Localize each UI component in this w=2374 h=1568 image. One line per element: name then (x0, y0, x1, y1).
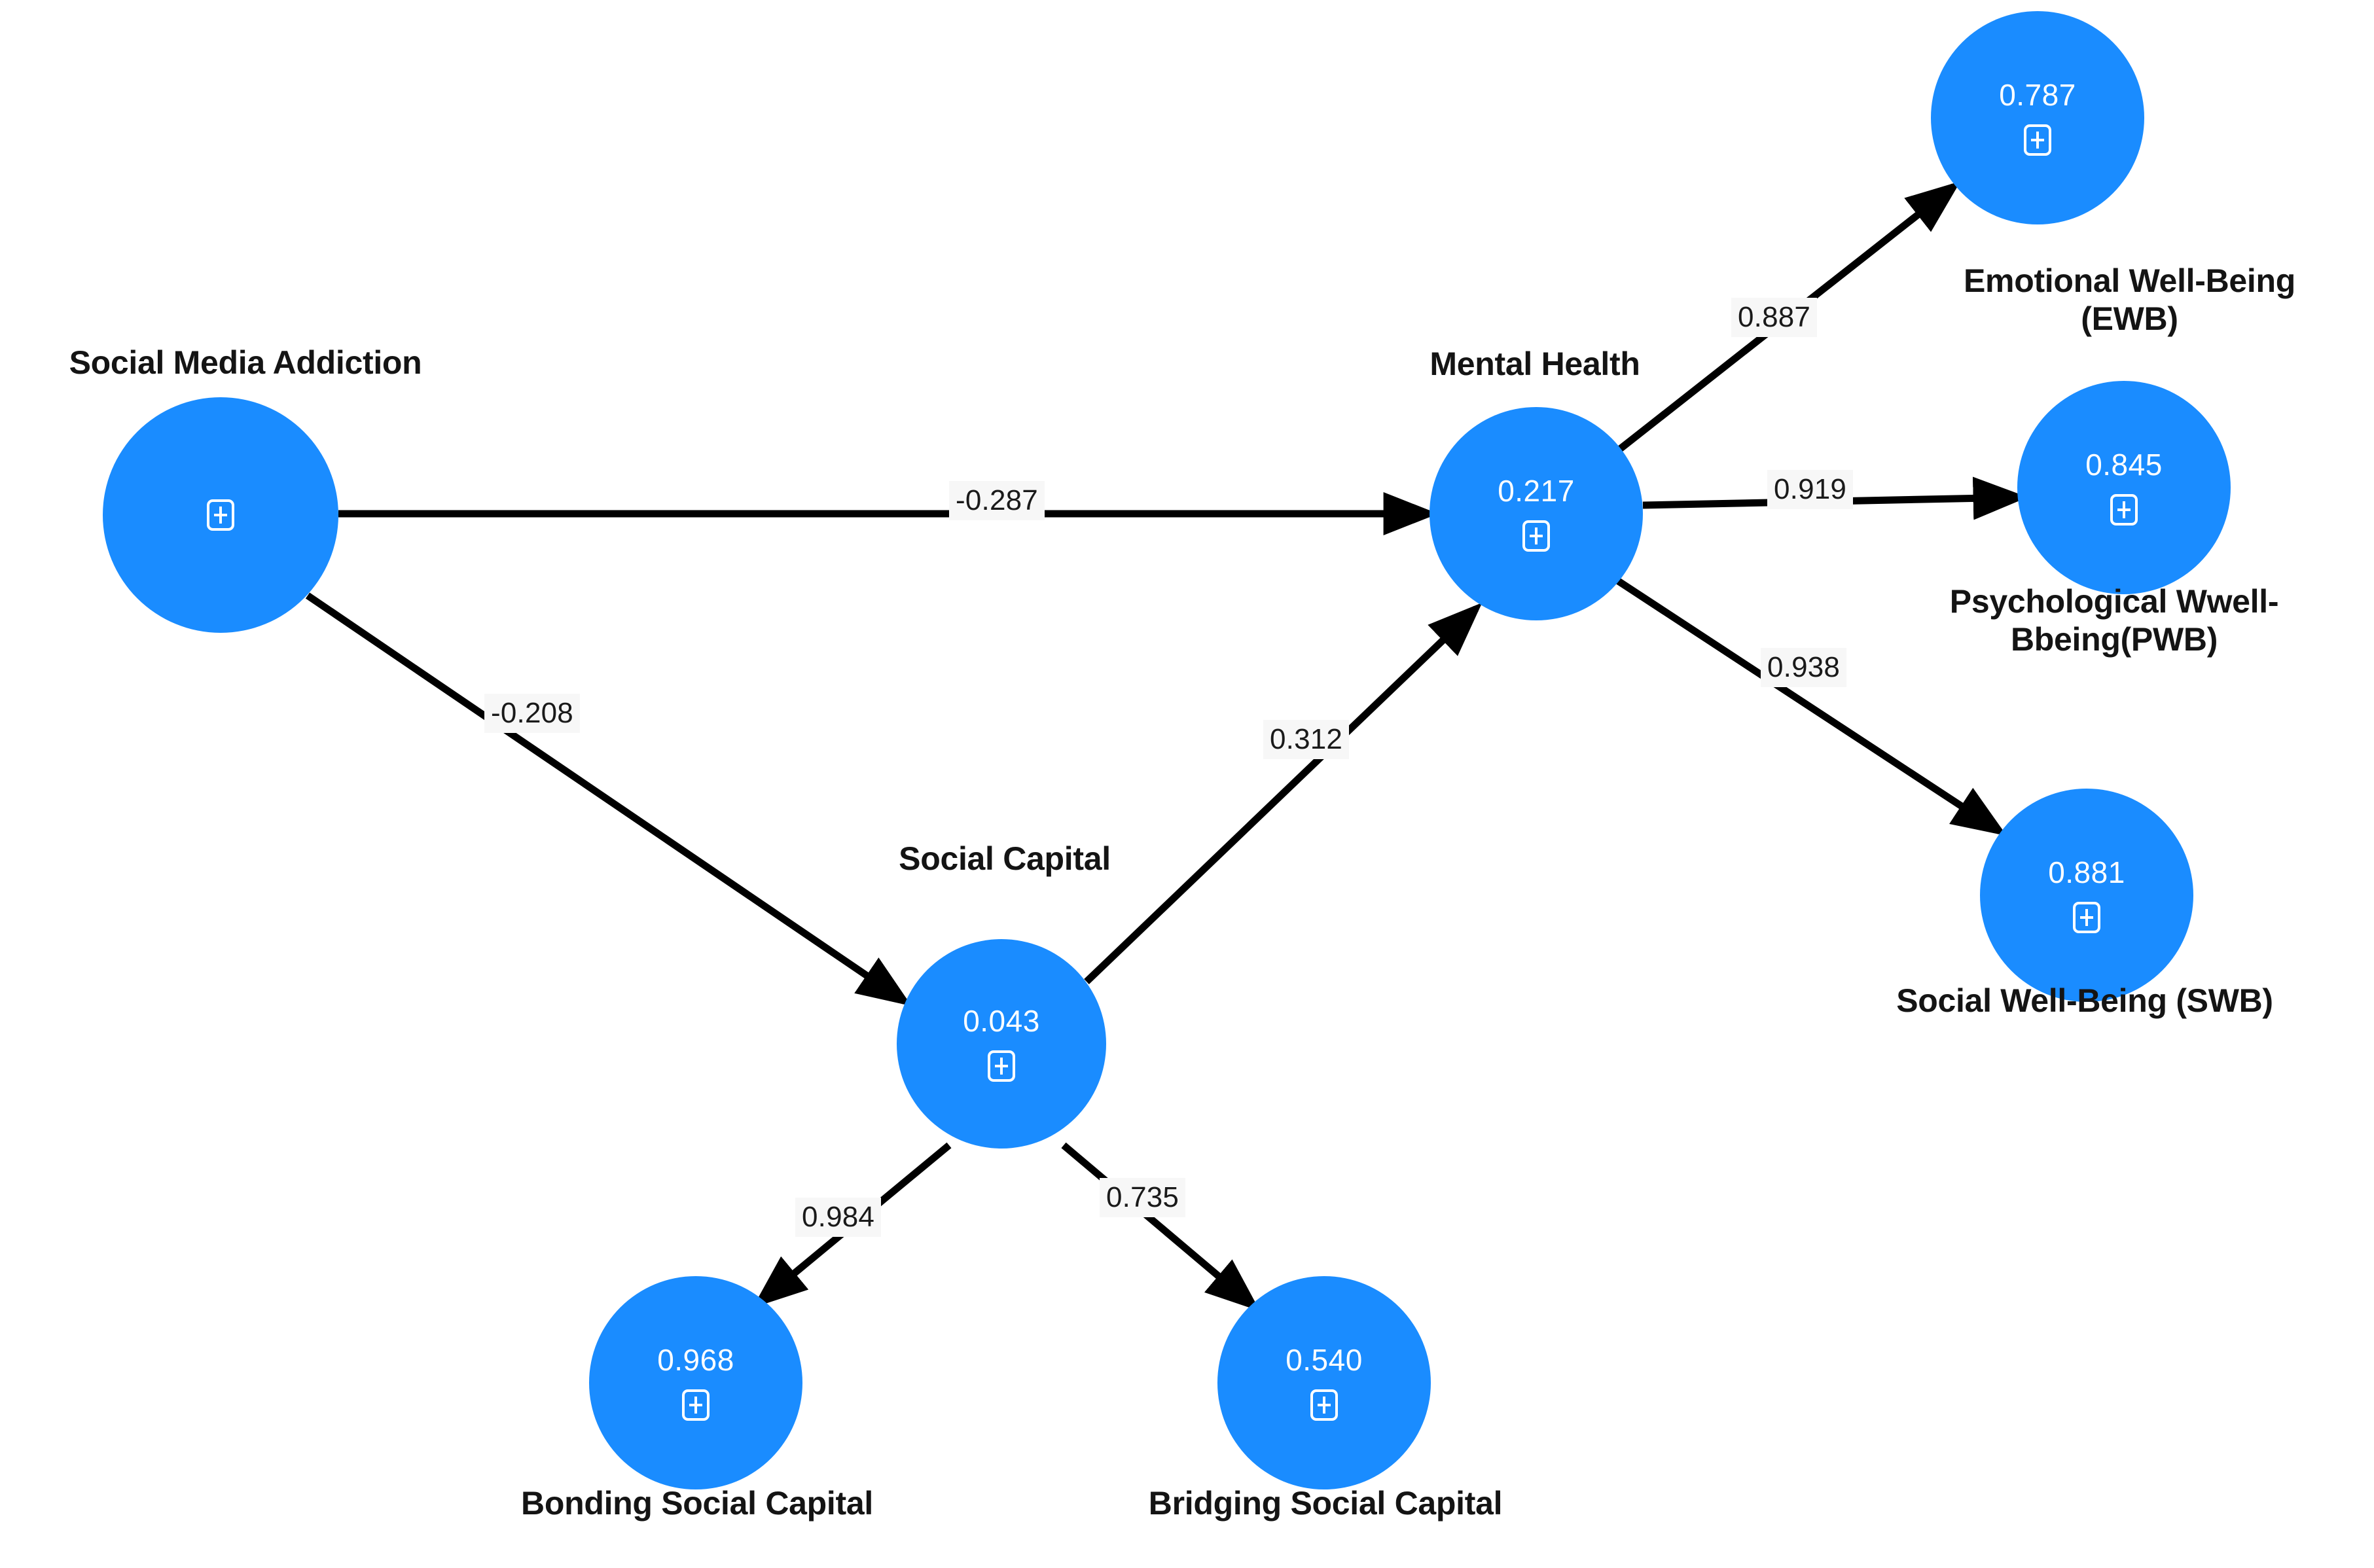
edge-coefficient-mh-to-swb: 0.938 (1761, 648, 1847, 687)
node-value: 0.043 (963, 1004, 1040, 1038)
edge-mh-to-swb (1613, 576, 2007, 836)
edge-coefficient-sc-to-mh: 0.312 (1263, 720, 1350, 759)
node-label-social-well-being: Social Well-Being (SWB) (1896, 982, 2273, 1019)
node-value: 0.968 (657, 1343, 734, 1377)
plus-square-icon[interactable] (207, 499, 234, 531)
node-value: 0.217 (1498, 474, 1575, 508)
node-value: 0.787 (1999, 78, 2076, 112)
edge-coefficient-mh-to-pwb: 0.919 (1767, 470, 1854, 509)
node-psychological-well-being[interactable]: 0.845 (2017, 381, 2231, 594)
edge-coefficient-sc-to-bonding: 0.984 (795, 1198, 882, 1237)
edge-coefficient-sc-to-bridging: 0.735 (1100, 1178, 1186, 1217)
node-value: 0.845 (2085, 448, 2163, 482)
plus-square-icon[interactable] (682, 1389, 710, 1421)
plus-square-icon[interactable] (2073, 902, 2100, 933)
node-label-bridging-social-capital: Bridging Social Capital (1148, 1485, 1503, 1522)
node-bridging-social-capital[interactable]: 0.540 (1217, 1276, 1431, 1489)
node-value: 0.881 (2048, 855, 2125, 889)
edge-sc-to-mh (1084, 602, 1483, 984)
plus-square-icon[interactable] (2110, 494, 2138, 526)
node-label-emotional-well-being: Emotional Well-Being (EWB) (1964, 262, 2295, 337)
node-mental-health[interactable]: 0.217 (1430, 407, 1643, 620)
edge-sc-to-bridging (1061, 1142, 1261, 1311)
edge-coefficient-mh-to-ewb: 0.887 (1731, 298, 1818, 337)
edge-coefficient-sma-to-sc: -0.208 (484, 694, 580, 733)
node-social-well-being[interactable]: 0.881 (1980, 789, 2193, 1002)
node-label-mental-health: Mental Health (1430, 346, 1640, 382)
plus-square-icon[interactable] (988, 1050, 1015, 1082)
node-bonding-social-capital[interactable]: 0.968 (589, 1276, 802, 1489)
node-label-social-capital: Social Capital (899, 840, 1111, 877)
node-value: 0.540 (1286, 1343, 1363, 1377)
plus-square-icon[interactable] (2024, 124, 2051, 156)
node-label-social-media-addiction: Social Media Addiction (69, 344, 422, 381)
edge-coefficient-sma-to-mh: -0.287 (949, 481, 1045, 520)
plus-square-icon[interactable] (1310, 1389, 1338, 1421)
node-label-bonding-social-capital: Bonding Social Capital (521, 1485, 873, 1522)
node-social-capital[interactable]: 0.043 (897, 939, 1106, 1149)
edge-sma-to-sc (305, 592, 912, 1007)
plus-square-icon[interactable] (1522, 520, 1550, 552)
node-emotional-well-being[interactable]: 0.787 (1931, 11, 2144, 224)
node-social-media-addiction[interactable] (103, 397, 338, 633)
node-label-psychological-well-being: Psychological Wwell- Bbeing(PWB) (1949, 583, 2279, 658)
